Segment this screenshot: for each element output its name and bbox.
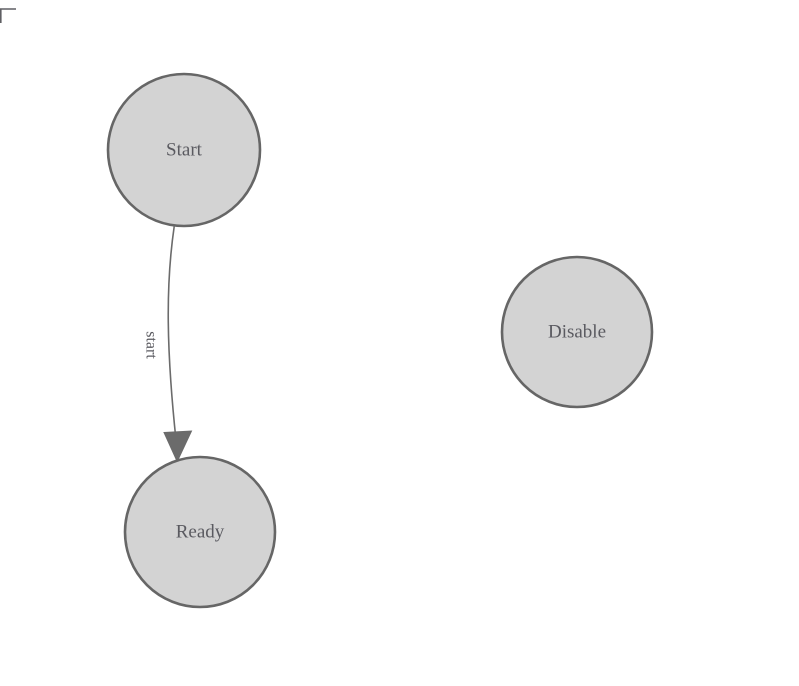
node-start-label: Start	[166, 139, 203, 160]
arrowhead-icon	[163, 430, 193, 463]
node-disable[interactable]: Disable	[500, 255, 654, 409]
node-start[interactable]: Start	[106, 72, 262, 228]
node-ready-circle[interactable]	[123, 455, 277, 609]
edge-line	[167, 226, 177, 441]
node-disable-label: Disable	[548, 321, 606, 342]
node-ready-label: Ready	[176, 521, 225, 542]
edge-label-start: start	[142, 331, 159, 359]
node-ready[interactable]: Ready	[123, 455, 277, 609]
node-start-circle[interactable]	[106, 72, 262, 228]
edge-start-to-ready[interactable]: start	[142, 226, 193, 463]
node-disable-circle[interactable]	[500, 255, 654, 409]
crop-corner-mark-icon	[0, 8, 16, 23]
